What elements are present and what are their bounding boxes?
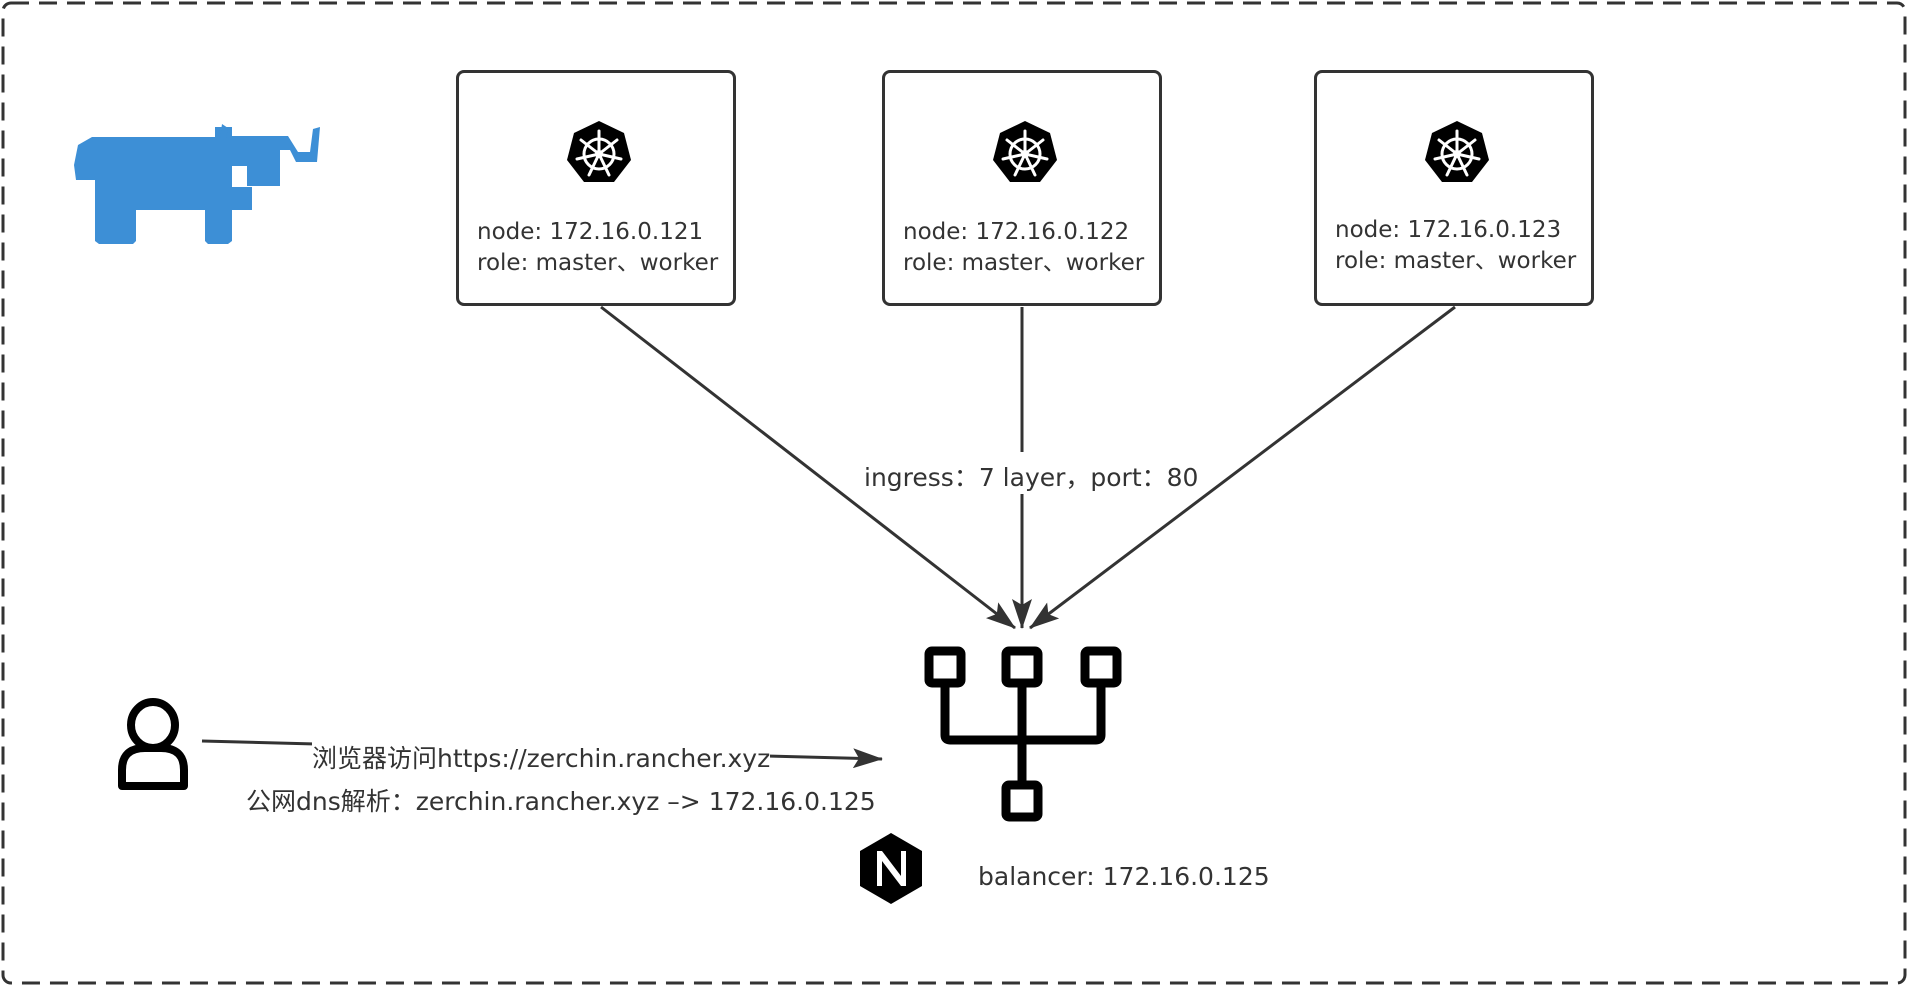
node-address: node: 172.16.0.122: [903, 219, 1130, 245]
rancher-logo-icon: [74, 124, 320, 244]
node-role: role: master、worker: [903, 250, 1145, 276]
node-role: role: master、worker: [477, 250, 719, 276]
node-card-2: node: 172.16.0.122 role: master、worker: [882, 70, 1162, 306]
balancer-label: balancer: 172.16.0.125: [978, 862, 1270, 891]
kubernetes-icon: [1425, 121, 1489, 182]
user-access-label: 浏览器访问https://zerchin.rancher.xyz: [312, 739, 771, 775]
edge-node3-balancer: [1029, 305, 1456, 630]
node-role: role: master、worker: [1335, 248, 1577, 274]
kubernetes-icon: [567, 121, 631, 182]
user-icon: [118, 698, 188, 790]
node-info: node: 172.16.0.121 role: master、worker: [477, 217, 718, 279]
node-info: node: 172.16.0.123 role: master、worker: [1335, 215, 1576, 277]
node-card-1: node: 172.16.0.121 role: master、worker: [456, 70, 736, 306]
dns-label: 公网dns解析：zerchin.rancher.xyz –> 172.16.0.…: [246, 787, 876, 816]
edge-node1-balancer: [600, 305, 1016, 630]
kubernetes-icon: [993, 121, 1057, 182]
node-address: node: 172.16.0.121: [477, 219, 704, 245]
node-info: node: 172.16.0.122 role: master、worker: [903, 217, 1144, 279]
node-address: node: 172.16.0.123: [1335, 217, 1562, 243]
ingress-label: ingress：7 layer，port：80: [862, 458, 1201, 494]
node-card-3: node: 172.16.0.123 role: master、worker: [1314, 70, 1594, 306]
load-balancer-icon: [924, 646, 1122, 822]
nginx-icon: [860, 833, 922, 904]
